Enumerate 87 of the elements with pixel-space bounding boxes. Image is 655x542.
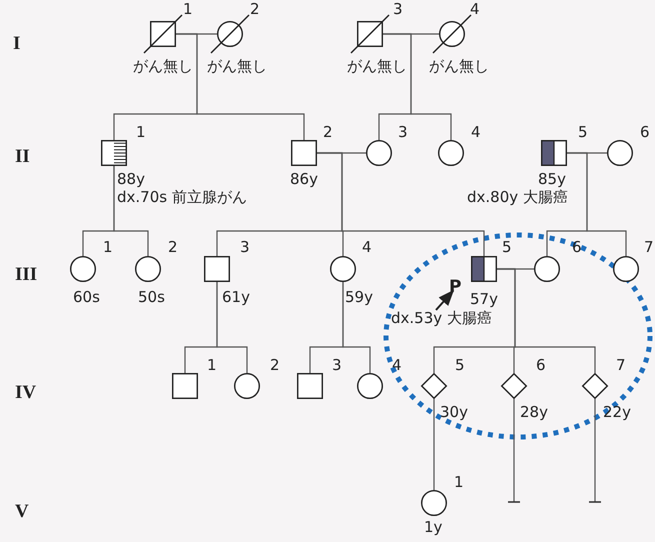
pedigree-line [383, 33, 452, 140]
female-symbol [330, 256, 356, 282]
individual-number: 4 [470, 2, 480, 17]
individual-number: 3 [332, 358, 342, 373]
individual-number: 1 [103, 240, 113, 255]
no-offspring-line [507, 399, 521, 503]
male-symbol [291, 140, 317, 166]
individual-note: 28y [520, 405, 548, 420]
female-symbol [234, 373, 260, 399]
female-symbol [135, 256, 161, 282]
male-symbol [357, 21, 383, 47]
individual-number: 7 [616, 358, 626, 373]
female-symbol [613, 256, 639, 282]
pedigree-line [216, 282, 248, 373]
individual-number: 3 [398, 125, 408, 140]
individual-number: 4 [471, 125, 481, 140]
individual-number: 1 [207, 358, 217, 373]
individual-number: 6 [640, 125, 650, 140]
individual-number: 5 [578, 125, 588, 140]
proband-arrow [435, 290, 454, 311]
male-symbol [297, 373, 323, 399]
female-symbol [70, 256, 96, 282]
pedigree-line [433, 399, 435, 490]
female-symbol [357, 373, 383, 399]
male-symbol [204, 256, 230, 282]
generation-label: II [15, 147, 30, 166]
individual-number: 6 [536, 358, 546, 373]
individual-note: dx.80y 大腸癌 [467, 190, 568, 205]
male-symbol [471, 256, 497, 282]
individual-number: 4 [392, 358, 402, 373]
generation-label: III [15, 265, 38, 284]
female-symbol [366, 140, 392, 166]
individual-note: 22y [603, 405, 631, 420]
individual-note: 1y [424, 520, 442, 535]
female-symbol [217, 21, 243, 47]
pedigree-line [567, 152, 627, 256]
individual-number: 1 [183, 2, 193, 17]
female-symbol [439, 21, 465, 47]
individual-note: がん無し [429, 59, 489, 74]
individual-note: がん無し [133, 59, 193, 74]
individual-note: 86y [290, 172, 318, 187]
pedigree-line [342, 282, 371, 373]
individual-note: がん無し [347, 59, 407, 74]
individual-number: 2 [323, 125, 333, 140]
pedigree-line [113, 166, 149, 256]
individual-note: 85y [538, 172, 566, 187]
individual-number: 2 [250, 2, 260, 17]
female-symbol [534, 256, 560, 282]
proband-label: P [449, 279, 462, 296]
individual-number: 3 [393, 2, 403, 17]
male-symbol [541, 140, 567, 166]
individual-note: 88y [117, 172, 145, 187]
individual-note: 61y [222, 290, 250, 305]
male-symbol [101, 140, 127, 166]
individual-number: 6 [572, 240, 582, 255]
individual-number: 2 [168, 240, 178, 255]
individual-note: dx.70s 前立腺がん [117, 190, 247, 205]
individual-note: dx.53y 大腸癌 [391, 311, 492, 326]
individual-number: 7 [644, 240, 654, 255]
pedigree-line [317, 152, 485, 256]
generation-label: IV [15, 383, 36, 402]
individual-number: 1 [454, 475, 464, 490]
individual-note: 59y [345, 290, 373, 305]
unknown-sex-symbol [421, 373, 447, 399]
individual-note: 60s [73, 290, 100, 305]
individual-note: 57y [470, 292, 498, 307]
pedigree-line [176, 33, 305, 140]
pedigree-line [497, 268, 596, 373]
female-symbol [607, 140, 633, 166]
individual-number: 5 [455, 358, 465, 373]
female-symbol [421, 490, 447, 516]
male-symbol [172, 373, 198, 399]
individual-number: 1 [136, 125, 146, 140]
individual-number: 4 [362, 240, 372, 255]
generation-label: I [13, 34, 20, 53]
female-symbol [438, 140, 464, 166]
individual-note: 50s [138, 290, 165, 305]
generation-label: V [15, 502, 29, 521]
unknown-sex-symbol [582, 373, 608, 399]
male-symbol [150, 21, 176, 47]
individual-number: 2 [270, 358, 280, 373]
no-offspring-line [588, 399, 602, 503]
individual-note: がん無し [207, 59, 267, 74]
unknown-sex-symbol [501, 373, 527, 399]
individual-note: 30y [440, 405, 468, 420]
individual-number: 5 [502, 240, 512, 255]
individual-number: 3 [240, 240, 250, 255]
